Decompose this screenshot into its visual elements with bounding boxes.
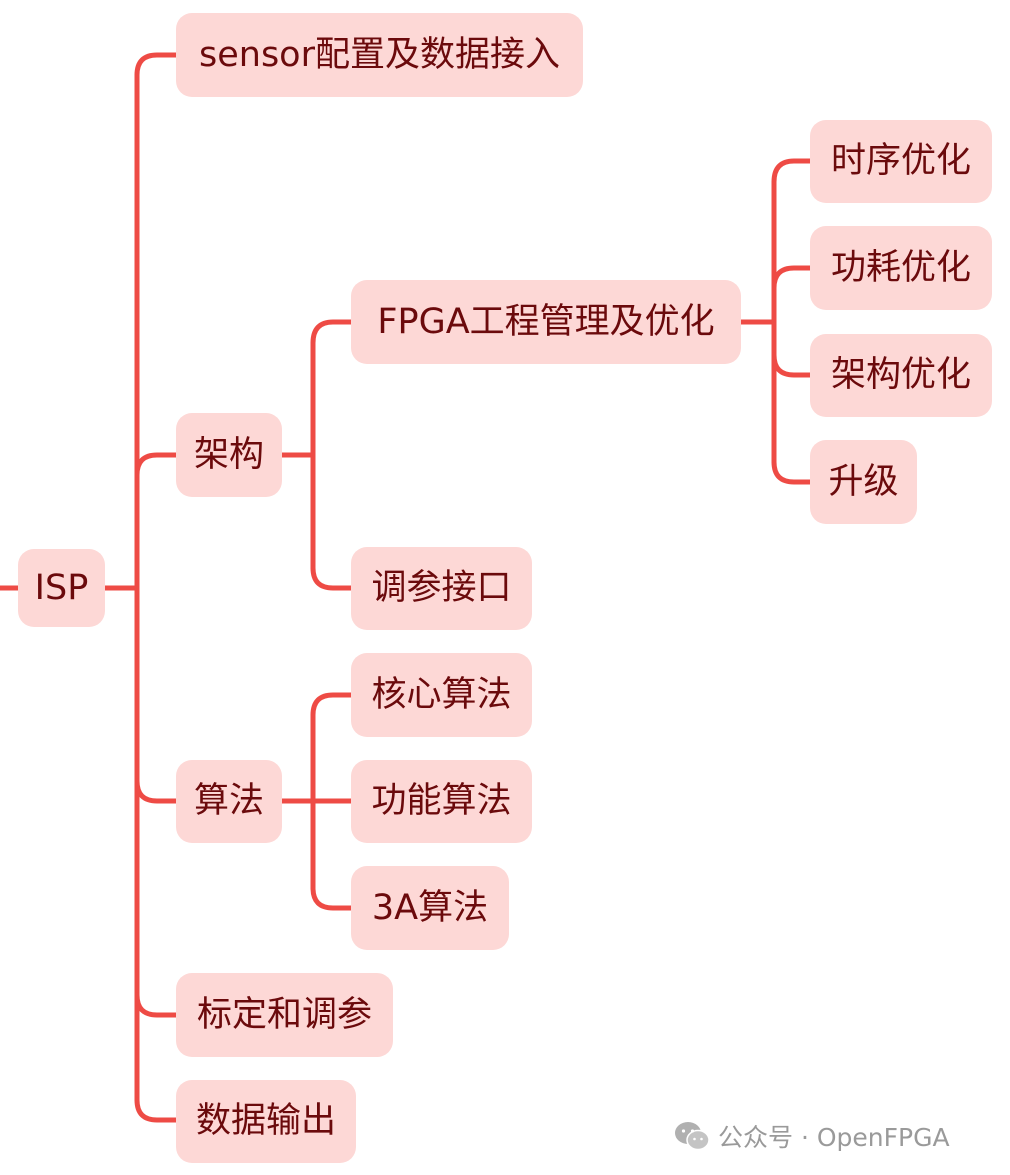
leaf-node-timing[interactable]: 时序优化 <box>810 120 992 203</box>
leaf-label: 功耗优化 <box>830 247 971 288</box>
connector-branch-algo <box>134 778 179 804</box>
subnode-core-algorithm[interactable]: 核心算法 <box>351 653 532 737</box>
connector-branch-output <box>134 1097 179 1123</box>
branch-label: 算法 <box>193 781 264 821</box>
subnode-3a-algorithm[interactable]: 3A算法 <box>351 866 509 950</box>
subnode-label: 功能算法 <box>371 781 512 821</box>
leaf-label: 升级 <box>828 461 899 502</box>
branch-node-architecture[interactable]: 架构 <box>176 413 282 497</box>
subnode-label: 核心算法 <box>371 674 512 715</box>
branch-label: 架构 <box>193 434 264 475</box>
branch-label: 标定和调参 <box>196 994 372 1035</box>
subnode-tuning-interface[interactable]: 调参接口 <box>351 547 532 630</box>
connector-branch-calib <box>134 992 179 1018</box>
branch-node-calibration[interactable]: 标定和调参 <box>176 973 393 1057</box>
connector-fpga-arch <box>771 352 813 378</box>
leaf-label: 时序优化 <box>830 141 971 181</box>
branch-label: sensor配置及数据接入 <box>199 34 560 75</box>
wechat-icon <box>675 1122 710 1151</box>
subnode-label: 3A算法 <box>371 887 489 928</box>
root-node[interactable]: ISP <box>18 549 105 627</box>
subnode-fpga-management[interactable]: FPGA工程管理及优化 <box>351 280 741 364</box>
watermark-text: 公众号 · OpenFPGA <box>718 1123 950 1152</box>
subnode-function-algorithm[interactable]: 功能算法 <box>351 760 532 843</box>
subnode-label: FPGA工程管理及优化 <box>377 301 715 342</box>
connector-fpga-power <box>771 265 813 291</box>
connector-algo-3a <box>310 885 354 911</box>
connector-arch-fpga <box>310 319 354 346</box>
connector-fpga-upgrade <box>771 459 813 485</box>
root-label: ISP <box>34 567 89 608</box>
leaf-node-power[interactable]: 功耗优化 <box>810 226 992 310</box>
connector-fpga-timing <box>771 158 813 185</box>
branch-node-output[interactable]: 数据输出 <box>176 1080 356 1163</box>
branch-label: 数据输出 <box>195 1101 336 1141</box>
subnode-label: 调参接口 <box>371 568 512 608</box>
leaf-node-upgrade[interactable]: 升级 <box>810 440 917 524</box>
watermark: 公众号 · OpenFPGA <box>674 1118 950 1154</box>
connector-branch-sensor <box>134 52 179 78</box>
connector-arch-tuning <box>310 565 354 591</box>
leaf-label: 架构优化 <box>830 355 971 395</box>
branch-node-sensor[interactable]: sensor配置及数据接入 <box>176 13 583 97</box>
connector-branch-arch <box>134 452 179 478</box>
connector-algo-core <box>310 692 354 718</box>
branch-node-algorithm[interactable]: 算法 <box>176 760 282 843</box>
leaf-node-arch-opt[interactable]: 架构优化 <box>810 334 992 417</box>
